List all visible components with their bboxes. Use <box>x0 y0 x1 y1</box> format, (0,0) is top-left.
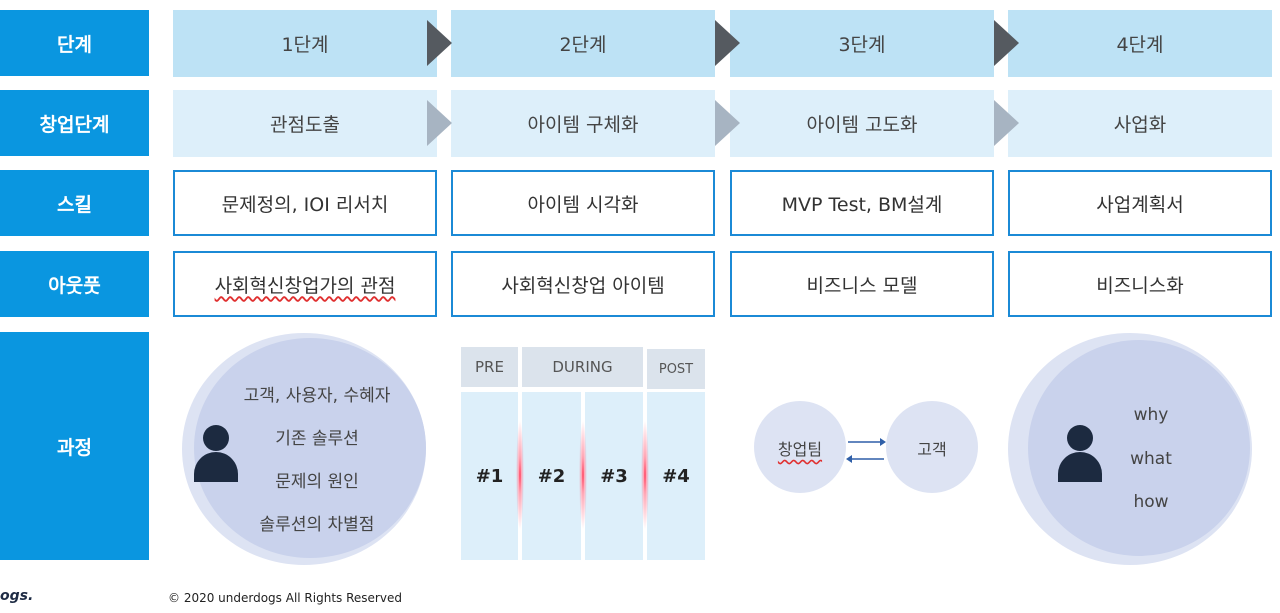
team-circle <box>754 401 846 493</box>
stage-3: 3단계 <box>730 10 994 77</box>
divider-glow <box>579 420 587 530</box>
step-2: #2 <box>537 465 566 487</box>
chevron-right-icon <box>994 100 1019 146</box>
person-icon-body <box>1058 452 1102 482</box>
team-label: 창업팀 <box>754 436 846 460</box>
row-label-skill: 스킬 <box>0 170 149 236</box>
output-1: 사회혁신창업가의 관점 <box>173 251 437 317</box>
startup-stage-4: 사업화 <box>1008 90 1272 157</box>
process-1-item: 고객, 사용자, 수혜자 <box>243 386 391 406</box>
chevron-right-icon <box>994 20 1019 66</box>
step-column <box>585 392 643 560</box>
step-1: #1 <box>475 465 504 487</box>
output-2: 사회혁신창업 아이템 <box>451 251 715 317</box>
divider-glow <box>516 420 524 530</box>
chevron-right-icon <box>427 20 452 66</box>
startup-stage-2: 아이템 구체화 <box>451 90 715 157</box>
startup-stage-3: 아이템 고도화 <box>730 90 994 157</box>
person-icon <box>203 425 229 451</box>
chevron-right-icon <box>715 20 740 66</box>
step-column <box>522 392 581 560</box>
skill-4: 사업계획서 <box>1008 170 1272 236</box>
row-label-startup-stage: 창업단계 <box>0 90 149 156</box>
output-1-text: 사회혁신창업가의 관점 <box>214 274 396 297</box>
step-3: #3 <box>600 465 628 487</box>
process-1-item: 솔루션의 차별점 <box>232 510 402 535</box>
skill-2: 아이템 시각화 <box>451 170 715 236</box>
row-label-process: 과정 <box>0 332 149 560</box>
skill-3: MVP Test, BM설계 <box>730 170 994 236</box>
skill-1: 문제정의, IOI 리서치 <box>173 170 437 236</box>
process-1-item-text: 솔루션의 차별점 <box>259 515 375 535</box>
step-4: #4 <box>662 465 690 487</box>
process-1-circle <box>194 338 426 558</box>
how-label: how <box>1133 492 1169 512</box>
phase-pre: PRE <box>461 347 518 387</box>
output-3: 비즈니스 모델 <box>730 251 994 317</box>
startup-stage-1: 관점도출 <box>173 90 437 157</box>
step-column <box>461 392 518 560</box>
process-1-item: 문제의 원인 <box>275 472 359 492</box>
chevron-right-icon <box>715 100 740 146</box>
person-icon <box>1067 425 1093 451</box>
what-label: what <box>1130 449 1172 469</box>
stage-4: 4단계 <box>1008 10 1272 77</box>
output-4: 비즈니스화 <box>1008 251 1272 317</box>
copyright: © 2020 underdogs All Rights Reserved <box>168 591 402 605</box>
divider-glow <box>641 420 649 530</box>
customer-circle <box>886 401 978 493</box>
stage-2: 2단계 <box>451 10 715 77</box>
team-label-text: 창업팀 <box>777 440 823 459</box>
process-1-item: 기존 솔루션 <box>275 429 359 449</box>
customer-label: 고객 <box>917 440 947 459</box>
phase-post: POST <box>647 349 705 389</box>
person-icon-body <box>194 452 238 482</box>
logo: ogs. <box>0 588 34 604</box>
step-column <box>647 392 705 560</box>
row-label-stage: 단계 <box>0 10 149 76</box>
chevron-right-icon <box>427 100 452 146</box>
phase-during: DURING <box>522 347 643 387</box>
row-label-output: 아웃풋 <box>0 251 149 317</box>
stage-1: 1단계 <box>173 10 437 77</box>
process-4-circle <box>1028 340 1250 556</box>
bidirectional-arrow-icon <box>846 438 886 463</box>
why-label: why <box>1133 405 1169 425</box>
